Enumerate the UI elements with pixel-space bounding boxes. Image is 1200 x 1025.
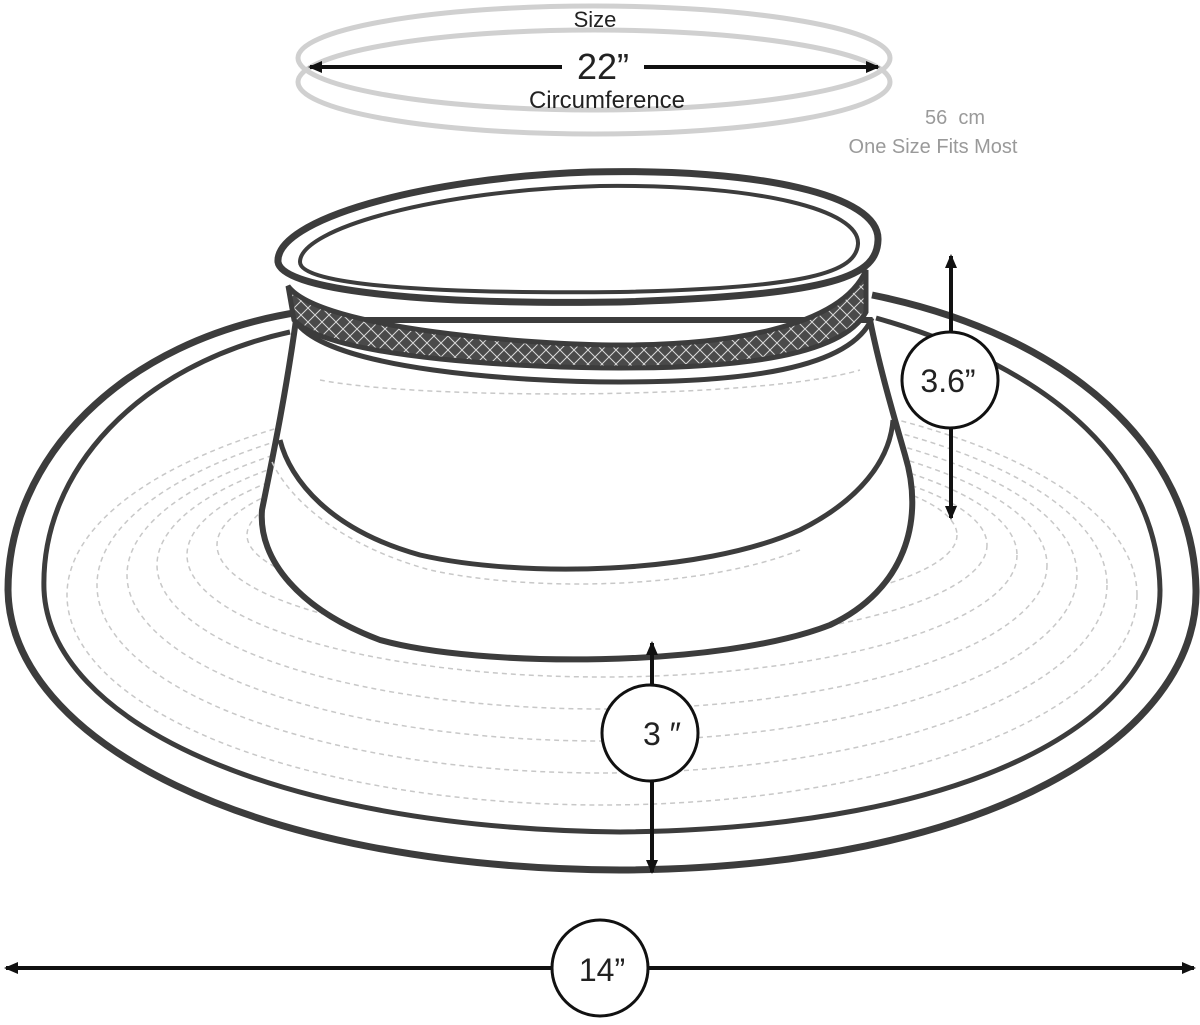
crown-stitch bbox=[271, 461, 801, 585]
crown-stitch-upper bbox=[319, 369, 861, 395]
brim-width-value: 3 ″ bbox=[643, 716, 681, 752]
crown-height-value: 3.6” bbox=[920, 363, 975, 399]
crown-top-inner bbox=[297, 183, 861, 295]
size-ring: Size 22” Circumference bbox=[295, 3, 893, 137]
ring-size-title: Size bbox=[574, 7, 617, 32]
metric-note: 56 cm One Size Fits Most bbox=[849, 107, 1018, 158]
crown-body bbox=[258, 317, 916, 663]
crown-height-badge bbox=[900, 330, 1000, 430]
total-width-dimension: 14” bbox=[4, 918, 1196, 1018]
ring-front bbox=[295, 27, 893, 137]
ring-back bbox=[295, 3, 893, 113]
mesh-band bbox=[285, 268, 869, 371]
brim-width-badge bbox=[600, 683, 700, 783]
fit-note: One Size Fits Most bbox=[849, 136, 1018, 158]
ring-value-bg bbox=[562, 44, 644, 90]
total-width-badge bbox=[550, 918, 650, 1018]
brim-binding bbox=[41, 315, 1163, 835]
band-lower-edge bbox=[293, 316, 875, 385]
ring-size-value: 22” bbox=[577, 46, 629, 87]
crown-height-dimension: 3.6” bbox=[900, 254, 1000, 520]
crown-inner-line bbox=[277, 419, 896, 572]
brim-width-dimension: 3 ″ bbox=[600, 641, 700, 874]
hat-crown bbox=[258, 168, 916, 663]
total-width-value: 14” bbox=[579, 952, 625, 988]
metric-cm: 56 cm bbox=[925, 107, 985, 129]
ring-circumference-caption: Circumference bbox=[529, 87, 685, 114]
